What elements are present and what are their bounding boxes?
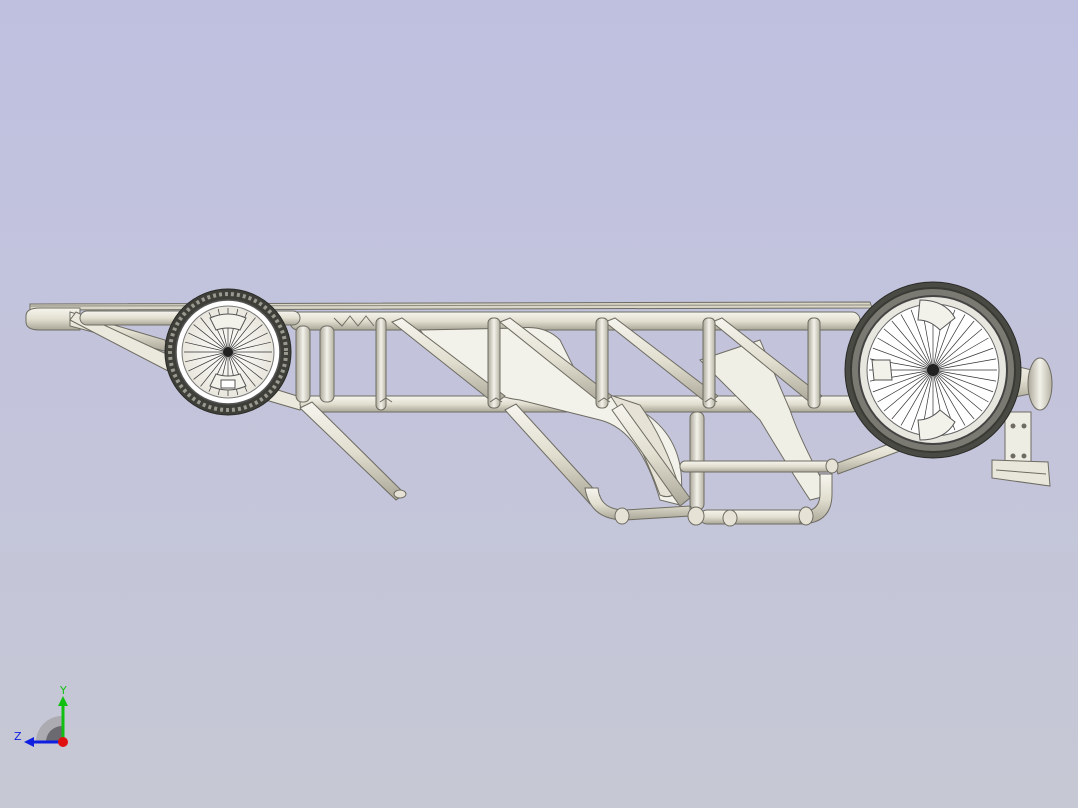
z-axis-label: Z xyxy=(14,730,22,743)
z-axis-arrow xyxy=(24,737,34,747)
wheel-spoke xyxy=(883,328,934,371)
wheel-spoke xyxy=(185,351,229,363)
wheel-spoke xyxy=(227,317,256,353)
wheel-spoke xyxy=(900,314,934,371)
wheel-spoke xyxy=(227,324,263,353)
wheel-spoke xyxy=(891,320,934,371)
lower-cradle xyxy=(504,403,909,527)
wheel-spoke xyxy=(932,369,966,426)
wheel-spoke xyxy=(877,369,934,403)
x-axis-dot xyxy=(58,737,68,747)
wheel-spoke xyxy=(227,351,256,387)
front-wheel xyxy=(164,288,292,416)
wheel-spoke xyxy=(932,314,966,371)
wheel-spoke xyxy=(932,358,997,371)
wheel-spoke xyxy=(200,351,229,387)
orientation-triad[interactable]: Y Z xyxy=(8,684,78,754)
truss-diagonals xyxy=(391,317,823,405)
wheel-spoke xyxy=(932,347,994,371)
wheel-spoke xyxy=(932,369,989,403)
wheel-spoke xyxy=(932,369,975,420)
wheel-spoke xyxy=(872,369,934,393)
front-posts xyxy=(295,317,387,411)
wheel-spoke xyxy=(872,347,934,371)
rail-joints xyxy=(333,315,718,403)
wheel-spoke xyxy=(188,351,229,372)
rear-wheel xyxy=(844,281,1022,459)
wheel-spoke xyxy=(185,341,229,353)
truss-verticals xyxy=(487,317,821,409)
wheel-spoke xyxy=(932,320,975,371)
front-down-tube xyxy=(299,401,407,501)
wheel-spoke xyxy=(200,317,229,353)
y-axis-arrow xyxy=(58,696,68,706)
wheel-spoke xyxy=(932,369,994,393)
wheel-spoke xyxy=(932,369,983,412)
wheel-spoke xyxy=(193,324,229,353)
wheel-spoke xyxy=(932,337,989,371)
wheel-spoke xyxy=(932,369,997,382)
wheel-spoke xyxy=(877,337,934,371)
wheel-spoke xyxy=(932,328,983,371)
wheel-spoke xyxy=(227,351,271,363)
wheel-spoke xyxy=(891,369,934,420)
floor-pan xyxy=(29,301,873,311)
wheel-spoke xyxy=(227,351,263,380)
triad-arc-inner xyxy=(46,726,62,742)
wheel-spoke xyxy=(227,341,271,353)
wheel-spoke xyxy=(910,369,934,431)
wheel-spoke xyxy=(883,369,934,412)
wheel-spoke xyxy=(227,332,268,353)
wheel-spoke xyxy=(193,351,229,380)
wheel-spoke xyxy=(900,369,934,426)
wheel-spoke xyxy=(227,351,268,372)
wheel-spoke xyxy=(188,332,229,353)
y-axis-label: Y xyxy=(59,684,67,697)
wheel-spoke xyxy=(910,309,934,371)
